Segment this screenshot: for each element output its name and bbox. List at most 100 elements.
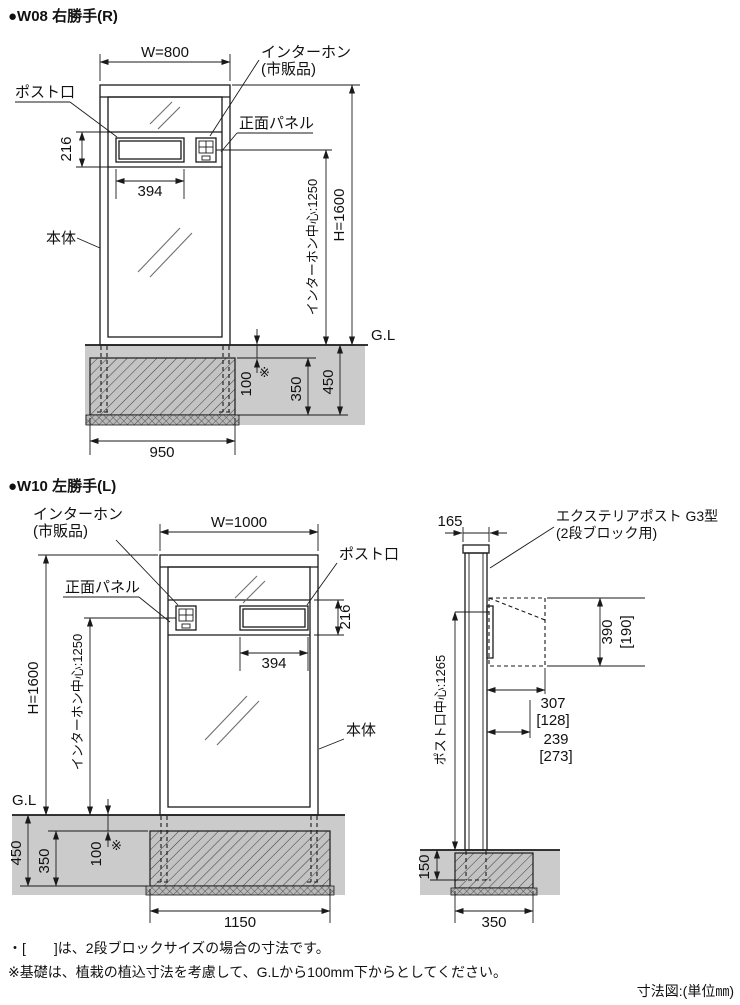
w10-body-label: 本体: [346, 722, 376, 739]
w10-embed-top-dimension: 100 ※: [88, 799, 122, 867]
w08-intercom-label-group: インターホン (市販品): [209, 44, 351, 137]
w08-slot-band-dim-text: 216: [58, 136, 75, 161]
w10-intercom-label-group: インターホン (市販品): [33, 506, 179, 606]
side-embed-depth-dimension: 150: [416, 849, 461, 881]
w08-intercom-unit: [195, 137, 217, 163]
w08-glass-marks: [137, 101, 193, 278]
side-box-upper-depth-dim-text: 307: [540, 695, 565, 712]
w10-total-embed-dim-text: 450: [8, 840, 25, 865]
w08-foundation-depth-dimension: 350: [237, 357, 348, 416]
w10-embed-top-dim-text: 100: [88, 841, 105, 866]
w08-slot-width-dimension: 394: [115, 169, 185, 200]
w10-slot-width-dim-text: 394: [261, 655, 286, 672]
w10-width-dimension: W=1000: [159, 514, 319, 551]
w08-front-panel-label: 正面パネル: [239, 115, 314, 132]
w08-foundation-width-dim-text: 950: [149, 444, 174, 461]
side-embed-depth-dim-text: 150: [416, 854, 433, 879]
w10-height-dimension: H=1600: [25, 554, 158, 816]
footnote-foundation: ※基礎は、植栽の植込寸法を考慮して、G.Lから100mm下からとしてください。: [8, 964, 507, 980]
w08-front-panel-label-group: 正面パネル: [220, 115, 314, 153]
w10-embedded-legs: [157, 816, 321, 883]
w10-slot-band-dimension: 216: [314, 599, 354, 636]
side-embedded-post: [461, 851, 491, 881]
w08-slot-band-dimension: 216: [58, 131, 112, 168]
w08-intercom-center-dim-text: インターホン中心:1250: [305, 179, 320, 316]
footnotes: ・[ ]は、2段ブロックサイズの場合の寸法です。 ※基礎は、植栽の植込寸法を考慮…: [8, 940, 734, 999]
side-post: [462, 544, 490, 851]
w10-front-panel-label: 正面パネル: [65, 579, 140, 596]
w10-foundation-width-dimension: 1150: [149, 889, 331, 931]
side-box-upper-depth-alt-dim-text: [128]: [536, 712, 569, 729]
w10-intercom-center-dim-text: インターホン中心:1250: [70, 634, 85, 771]
w10-foundation-depth-dim-text: 350: [36, 848, 53, 873]
unit-label: 寸法図:(単位㎜): [637, 983, 734, 999]
w10-embed-top-mark: ※: [111, 838, 122, 853]
w08-body-label: 本体: [46, 230, 76, 247]
w08-gl-label: G.L: [371, 327, 395, 344]
w10-gl-label: G.L: [12, 792, 36, 809]
w10-slot-width-dimension: 394: [239, 637, 309, 672]
w10-intercom-label-line2: (市販品): [33, 523, 88, 540]
w10-width-dim-text: W=1000: [211, 514, 267, 531]
side-box-height-dim-text: 390: [599, 619, 616, 644]
side-view-diagram: 165 エクステリアポスト G3型 (2段ブロック用) 390 [190] 30…: [416, 508, 718, 931]
w10-foundation-width-dim-text: 1150: [224, 914, 256, 931]
w08-post-slot: [115, 137, 185, 163]
side-box-upper-depth-dimension: 307 [128]: [486, 668, 570, 729]
w10-slot-band-dim-text: 216: [337, 604, 354, 629]
side-box-height-dimension: 390 [190]: [547, 597, 645, 667]
w10-glass-marks: [204, 575, 266, 746]
w08-embed-top-mark: ※: [259, 365, 270, 380]
w10-ground: [12, 814, 345, 896]
w08-width-dimension: W=800: [99, 44, 231, 81]
w08-foundation-width-dimension: 950: [89, 418, 236, 461]
w08-embedded-legs: [97, 346, 233, 413]
w10-intercom-center-dimension: インターホン中心:1250: [70, 617, 176, 816]
w10-body: [159, 554, 319, 816]
side-product-label-line1: エクステリアポスト G3型: [556, 508, 718, 524]
side-post-depth-dimension: 165: [437, 513, 507, 542]
w08-embed-top-dimension: 100 ※: [237, 329, 316, 397]
w08-intercom-label-line1: インターホン: [261, 44, 351, 61]
w10-front-panel-label-group: 正面パネル: [63, 579, 171, 623]
w08-post-slot-label-group: ポスト口: [15, 84, 118, 138]
w08-diagram: ●W08 右勝手(R): [8, 7, 395, 461]
side-post-depth-dim-text: 165: [437, 513, 462, 530]
side-ground: [420, 849, 560, 896]
w08-post-slot-label: ポスト口: [15, 84, 75, 101]
w08-total-embed-dim-text: 450: [320, 369, 337, 394]
w08-intercom-center-dimension: インターホン中心:1250: [216, 149, 332, 346]
w10-body-label-group: 本体: [318, 722, 376, 750]
side-product-label-group: エクステリアポスト G3型 (2段ブロック用): [489, 508, 718, 569]
side-box-height-alt-dim-text: [190]: [618, 615, 635, 648]
w08-intercom-label-line2: (市販品): [261, 61, 316, 78]
w10-foundation-depth-dimension: 350: [36, 830, 148, 887]
w10-diagram: ●W10 左勝手(L): [8, 477, 399, 931]
w08-embed-top-dim-text: 100: [238, 371, 255, 396]
w08-slot-width-dim-text: 394: [137, 183, 162, 200]
w10-total-embed-dimension: 450: [8, 814, 148, 887]
side-slot-center-dim-text: ポスト口中心:1265: [433, 655, 448, 766]
side-product-label-line2: (2段ブロック用): [556, 525, 657, 541]
side-foundation-width-dimension: 350: [454, 891, 534, 931]
w08-width-dim-text: W=800: [141, 44, 189, 61]
w08-body: [99, 84, 231, 346]
w10-intercom-unit: [175, 605, 197, 631]
footnote-bracket: ・[ ]は、2段ブロックサイズの場合の寸法です。: [8, 940, 330, 956]
w10-title: ●W10 左勝手(L): [8, 477, 116, 495]
side-box-lower-depth-dim-text: 239: [543, 731, 568, 748]
side-box-lower-depth-alt-dim-text: [273]: [539, 748, 572, 765]
side-mailbox: [486, 597, 546, 667]
w08-height-dimension: H=1600: [232, 84, 360, 346]
w08-title: ●W08 右勝手(R): [8, 7, 118, 25]
w10-post-slot-label: ポスト口: [339, 546, 399, 563]
side-slot-center-dimension: ポスト口中心:1265: [433, 611, 489, 851]
w10-post-slot-label-group: ポスト口: [306, 546, 399, 606]
side-box-lower-depth-dimension: 239 [273]: [486, 700, 573, 765]
w08-foundation-depth-dim-text: 350: [288, 376, 305, 401]
w08-height-dim-text: H=1600: [331, 189, 348, 242]
side-foundation-width-dim-text: 350: [481, 914, 506, 931]
w08-total-embed-dimension: 450: [320, 344, 344, 416]
